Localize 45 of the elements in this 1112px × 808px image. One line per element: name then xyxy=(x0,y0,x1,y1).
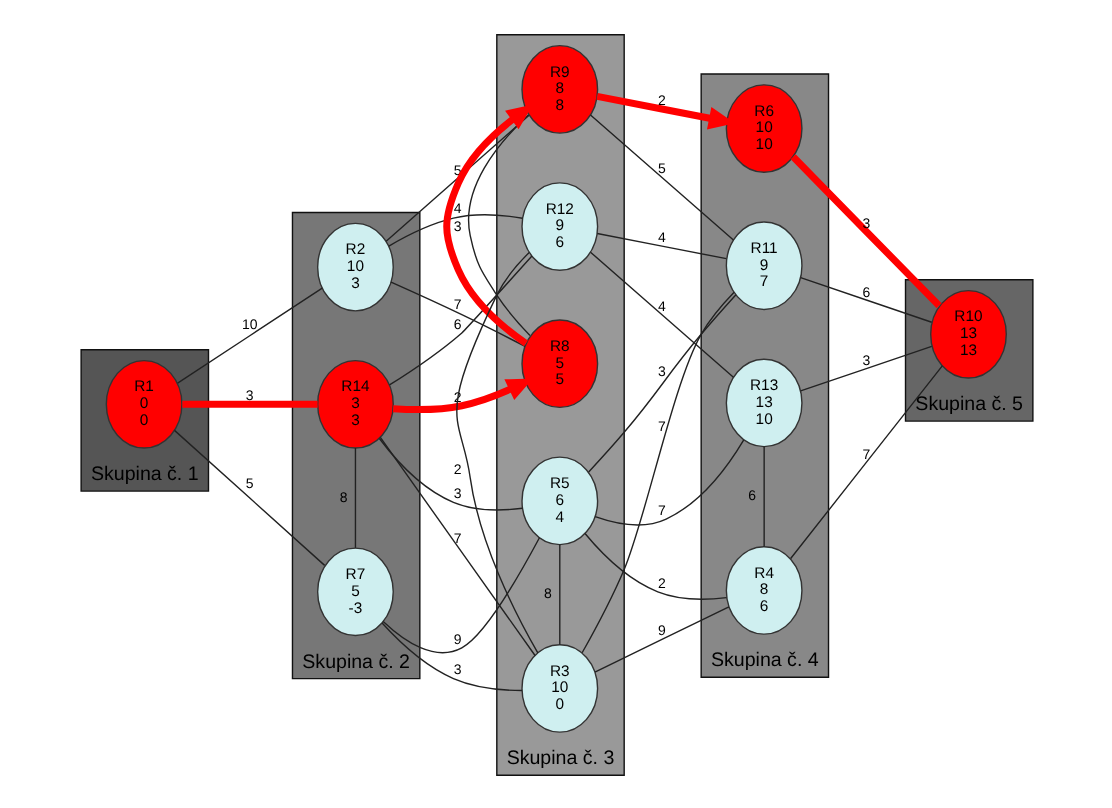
connector xyxy=(387,254,532,385)
node-ellipse: R11 9 7 xyxy=(724,220,802,310)
connector xyxy=(353,446,356,548)
connector xyxy=(558,542,560,645)
connector xyxy=(583,531,727,599)
connector xyxy=(593,605,729,672)
node-ellipse: R6 10 10 xyxy=(724,83,802,172)
node-ellipse: R2 10 3 xyxy=(315,221,393,311)
node-ellipse: R14 3 3 xyxy=(315,358,393,448)
connector xyxy=(455,250,538,653)
connector xyxy=(798,276,932,322)
node-ellipse: R9 8 8 xyxy=(520,43,598,133)
connector xyxy=(586,293,736,472)
node-ellipse: R8 5 5 xyxy=(520,318,598,408)
arrow xyxy=(595,91,734,129)
node-ellipse: R3 10 0 xyxy=(520,643,598,732)
connector xyxy=(580,290,734,653)
node-ellipse: R12 9 6 xyxy=(520,181,598,270)
connector xyxy=(593,438,744,525)
connector xyxy=(381,536,540,653)
node-ellipse: R5 6 4 xyxy=(520,455,598,545)
connector xyxy=(384,113,529,241)
connector xyxy=(467,113,530,336)
connector xyxy=(172,428,325,566)
connector xyxy=(378,435,535,656)
connector xyxy=(788,364,942,559)
connector xyxy=(588,250,734,377)
connector xyxy=(175,286,322,383)
connector xyxy=(377,436,523,510)
connector xyxy=(380,621,522,691)
connector xyxy=(387,213,523,246)
arrow xyxy=(391,377,532,413)
connector xyxy=(789,153,941,308)
node-ellipse: R10 13 13 xyxy=(929,288,1006,378)
connector xyxy=(762,444,764,547)
node-ellipse: R4 8 6 xyxy=(724,545,802,634)
connector xyxy=(595,231,727,259)
node-ellipse: R13 13 10 xyxy=(724,357,802,447)
node-ellipse: R7 5 -3 xyxy=(315,546,393,636)
connector xyxy=(588,113,734,240)
connector xyxy=(181,399,317,407)
arrow xyxy=(442,103,533,346)
connector xyxy=(798,344,932,391)
node-ellipse: R1 0 0 xyxy=(104,358,182,448)
connector xyxy=(389,280,525,347)
